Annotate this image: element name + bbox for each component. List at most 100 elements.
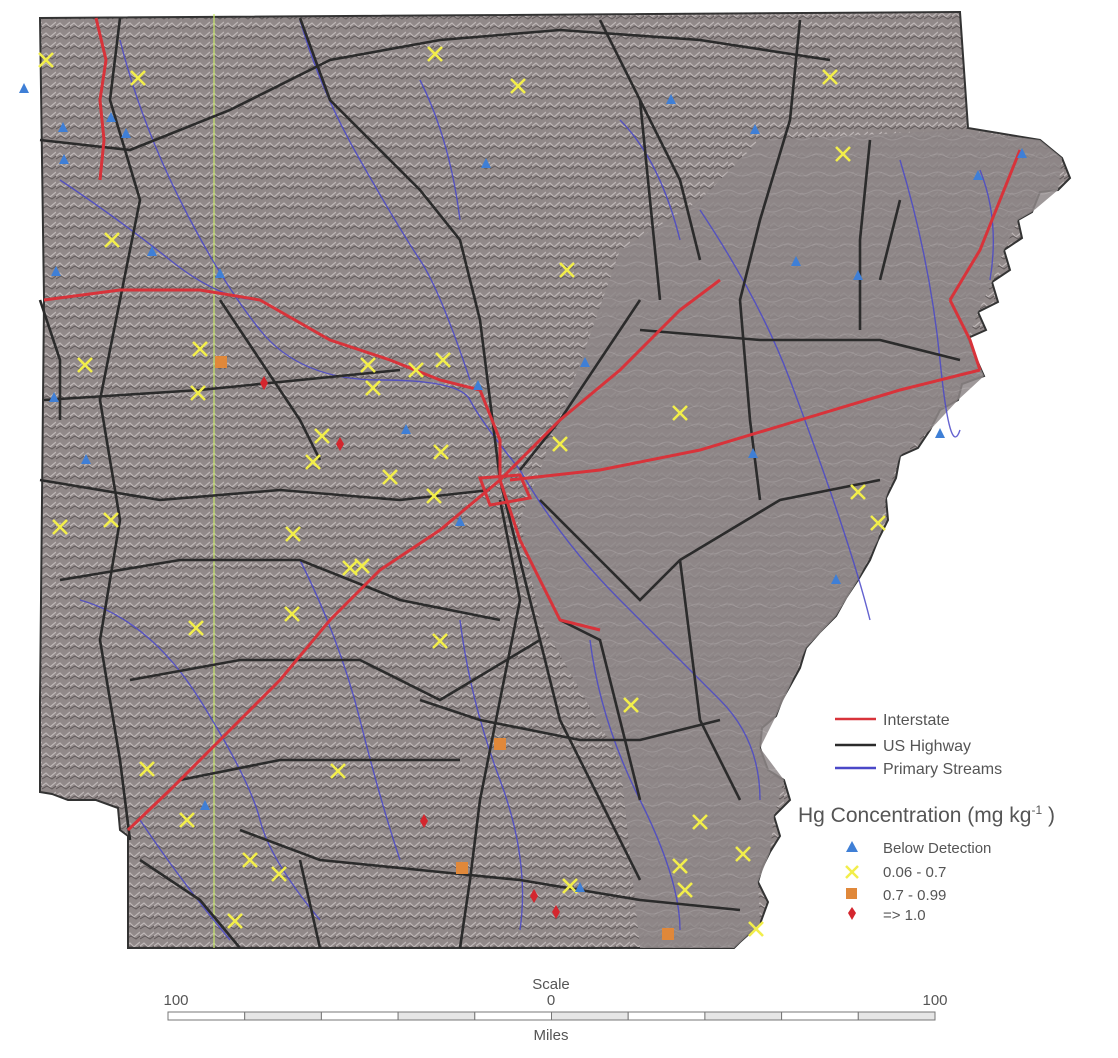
site-cross-marker xyxy=(382,469,398,485)
site-triangle-marker xyxy=(121,128,131,138)
site-cross-marker xyxy=(179,812,195,828)
legend: Interstate US Highway Primary Streams Hg… xyxy=(798,712,1055,924)
site-triangle-marker xyxy=(791,256,801,266)
legend-class-below-label: Below Detection xyxy=(883,840,991,857)
site-triangle-marker xyxy=(580,357,590,367)
site-square-marker xyxy=(662,928,674,940)
site-cross-marker xyxy=(192,341,208,357)
site-cross-marker xyxy=(284,606,300,622)
site-triangle-marker xyxy=(19,83,29,93)
site-cross-marker xyxy=(822,69,838,85)
site-cross-marker xyxy=(562,878,578,894)
legend-class-high-label: => 1.0 xyxy=(883,907,926,924)
legend-highway-label: US Highway xyxy=(883,738,971,755)
site-cross-marker xyxy=(672,858,688,874)
legend-streams-label: Primary Streams xyxy=(883,761,1002,778)
scale-segment xyxy=(781,1011,859,1021)
site-diamond-marker xyxy=(336,437,344,451)
legend-triangle-icon xyxy=(846,841,858,852)
site-cross-marker xyxy=(314,428,330,444)
site-diamond-marker xyxy=(420,814,428,828)
site-cross-marker xyxy=(432,633,448,649)
scale-right-label: 100 xyxy=(922,992,947,1009)
site-cross-marker xyxy=(104,232,120,248)
legend-square-icon xyxy=(846,888,857,899)
site-triangle-marker xyxy=(1017,148,1027,158)
site-cross-marker xyxy=(190,385,206,401)
site-cross-marker xyxy=(285,526,301,542)
scale-units: Miles xyxy=(533,1027,568,1044)
site-cross-marker xyxy=(77,357,93,373)
scale-segment xyxy=(167,1011,246,1021)
site-square-marker xyxy=(456,862,468,874)
site-cross-marker xyxy=(623,697,639,713)
site-cross-marker xyxy=(426,488,442,504)
site-diamond-marker xyxy=(530,889,538,903)
scale-title: Scale xyxy=(532,976,570,993)
site-cross-marker xyxy=(510,78,526,94)
site-cross-marker xyxy=(735,846,751,862)
site-triangle-marker xyxy=(748,448,758,458)
scale-center-label: 0 xyxy=(547,992,555,1009)
site-cross-marker xyxy=(552,436,568,452)
site-triangle-marker xyxy=(401,424,411,434)
legend-concentration-title: Hg Concentration (mg kg-1 ) xyxy=(798,803,1055,827)
scale-bar: Scale 100 0 100 Miles xyxy=(163,976,947,1044)
site-cross-marker xyxy=(559,262,575,278)
site-triangle-marker xyxy=(51,266,61,276)
site-cross-marker xyxy=(271,866,287,882)
scale-segment xyxy=(474,1011,552,1021)
scale-segment xyxy=(320,1011,399,1021)
site-triangle-marker xyxy=(473,380,483,390)
site-cross-marker xyxy=(677,882,693,898)
site-square-marker xyxy=(494,738,506,750)
site-triangle-marker xyxy=(215,268,225,278)
scale-left-label: 100 xyxy=(163,992,188,1009)
site-cross-marker xyxy=(188,620,204,636)
site-cross-marker xyxy=(242,852,258,868)
site-cross-marker xyxy=(330,763,346,779)
scale-segment xyxy=(397,1011,476,1021)
site-cross-marker xyxy=(360,357,376,373)
site-cross-marker xyxy=(435,352,451,368)
site-triangle-marker xyxy=(831,574,841,584)
concentration-title-sup: -1 xyxy=(1031,803,1042,817)
site-triangle-marker xyxy=(59,154,69,164)
legend-diamond-icon xyxy=(848,907,856,920)
site-diamond-marker xyxy=(260,376,268,390)
site-cross-marker xyxy=(342,560,358,576)
site-cross-marker xyxy=(748,921,764,937)
legend-class-mid-label: 0.7 - 0.99 xyxy=(883,887,946,904)
interstates xyxy=(43,17,1022,832)
scale-segment xyxy=(627,1011,706,1021)
concentration-title-close: ) xyxy=(1042,804,1055,827)
site-triangle-marker xyxy=(455,516,465,526)
site-cross-marker xyxy=(692,814,708,830)
site-cross-marker xyxy=(227,913,243,929)
site-triangle-marker xyxy=(147,246,157,256)
scale-segment xyxy=(857,1011,936,1021)
site-cross-marker xyxy=(672,405,688,421)
site-triangle-marker xyxy=(49,392,59,402)
us-highways xyxy=(38,17,961,949)
site-triangle-marker xyxy=(853,270,863,280)
site-cross-marker xyxy=(835,146,851,162)
site-triangle-marker xyxy=(481,158,491,168)
site-triangle-marker xyxy=(200,800,210,810)
site-cross-marker xyxy=(408,362,424,378)
legend-cross-icon xyxy=(845,865,859,879)
site-cross-marker xyxy=(52,519,68,535)
site-triangle-marker xyxy=(750,124,760,134)
concentration-title-main: Hg Concentration (mg kg xyxy=(798,804,1031,827)
site-square-marker xyxy=(215,356,227,368)
site-cross-marker xyxy=(305,454,321,470)
scale-segment xyxy=(704,1011,783,1021)
site-cross-marker xyxy=(103,512,119,528)
site-cross-marker xyxy=(427,46,443,62)
scale-segment xyxy=(244,1011,322,1021)
site-cross-marker xyxy=(354,558,370,574)
site-cross-marker xyxy=(139,761,155,777)
site-diamond-marker xyxy=(552,905,560,919)
scale-segment xyxy=(551,1011,629,1021)
